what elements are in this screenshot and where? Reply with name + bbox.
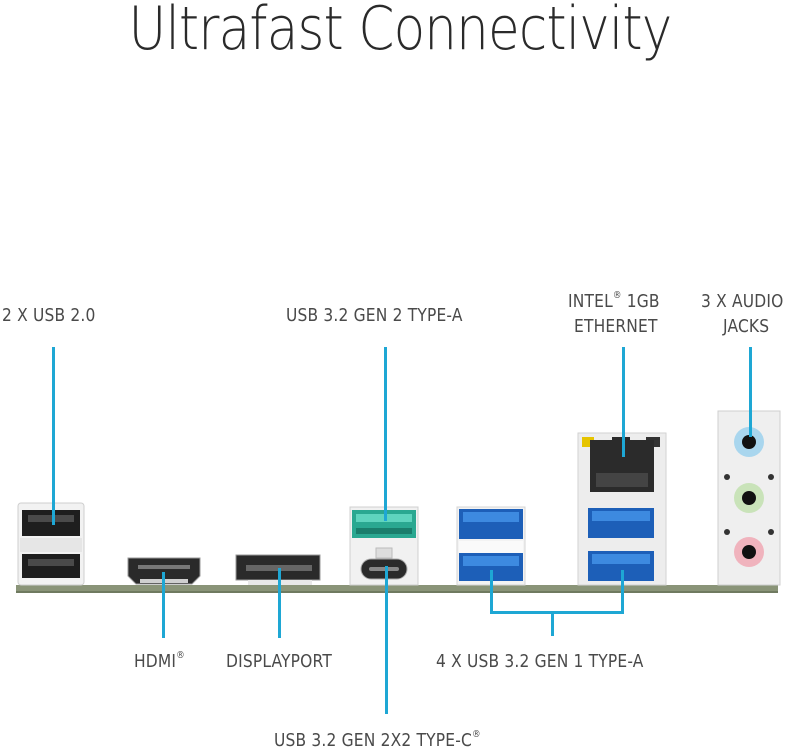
label-ethernet-speed: 1GB [621,291,660,312]
callout-line-usb-type-c [385,566,388,714]
usb-3-2-gen1-stack-left [456,506,526,586]
ethernet-usb-stack [577,432,667,586]
registered-mark: ® [612,290,622,301]
label-hdmi-text: HDMI [134,651,177,672]
motherboard-edge [16,585,778,593]
label-hdmi: HDMI® [134,650,185,672]
usb-2-0-stack [17,502,85,586]
callout-line-displayport [278,568,281,638]
callout-line-usb-gen2 [384,347,387,521]
motherboard-edge-shadow [16,591,778,593]
callout-line-ethernet [622,347,625,457]
label-usb-type-c-text: USB 3.2 GEN 2X2 TYPE-C [274,730,472,751]
registered-mark: ® [176,650,185,661]
label-usb-3-2-gen2-type-a: USB 3.2 GEN 2 TYPE-A [286,305,463,326]
label-usb-3-2-gen1-type-a: 4 X USB 3.2 GEN 1 TYPE-A [436,651,644,672]
label-ethernet-line2: ETHERNET [574,316,658,337]
callout-line-usb-2-0 [52,347,55,525]
label-audio-line1: 3 X AUDIO [701,291,784,312]
callout-bracket-left [490,570,493,613]
label-ethernet-brand: INTEL [568,291,613,312]
label-audio-line2: JACKS [723,316,770,337]
label-usb-2-0: 2 X USB 2.0 [2,305,96,326]
registered-mark: ® [471,729,481,740]
label-ethernet-line1: INTEL® 1GB [568,290,660,312]
callout-bracket-stem [551,611,554,636]
audio-jacks [717,410,781,586]
label-usb-type-c: USB 3.2 GEN 2X2 TYPE-C® [274,729,481,751]
callout-bracket-right [621,570,624,613]
callout-line-hdmi [162,572,165,638]
callout-line-audio [749,347,752,437]
page-title: Ultrafast Connectivity [128,0,673,64]
callout-bracket-bar [490,611,624,614]
label-displayport: DISPLAYPORT [226,651,332,672]
